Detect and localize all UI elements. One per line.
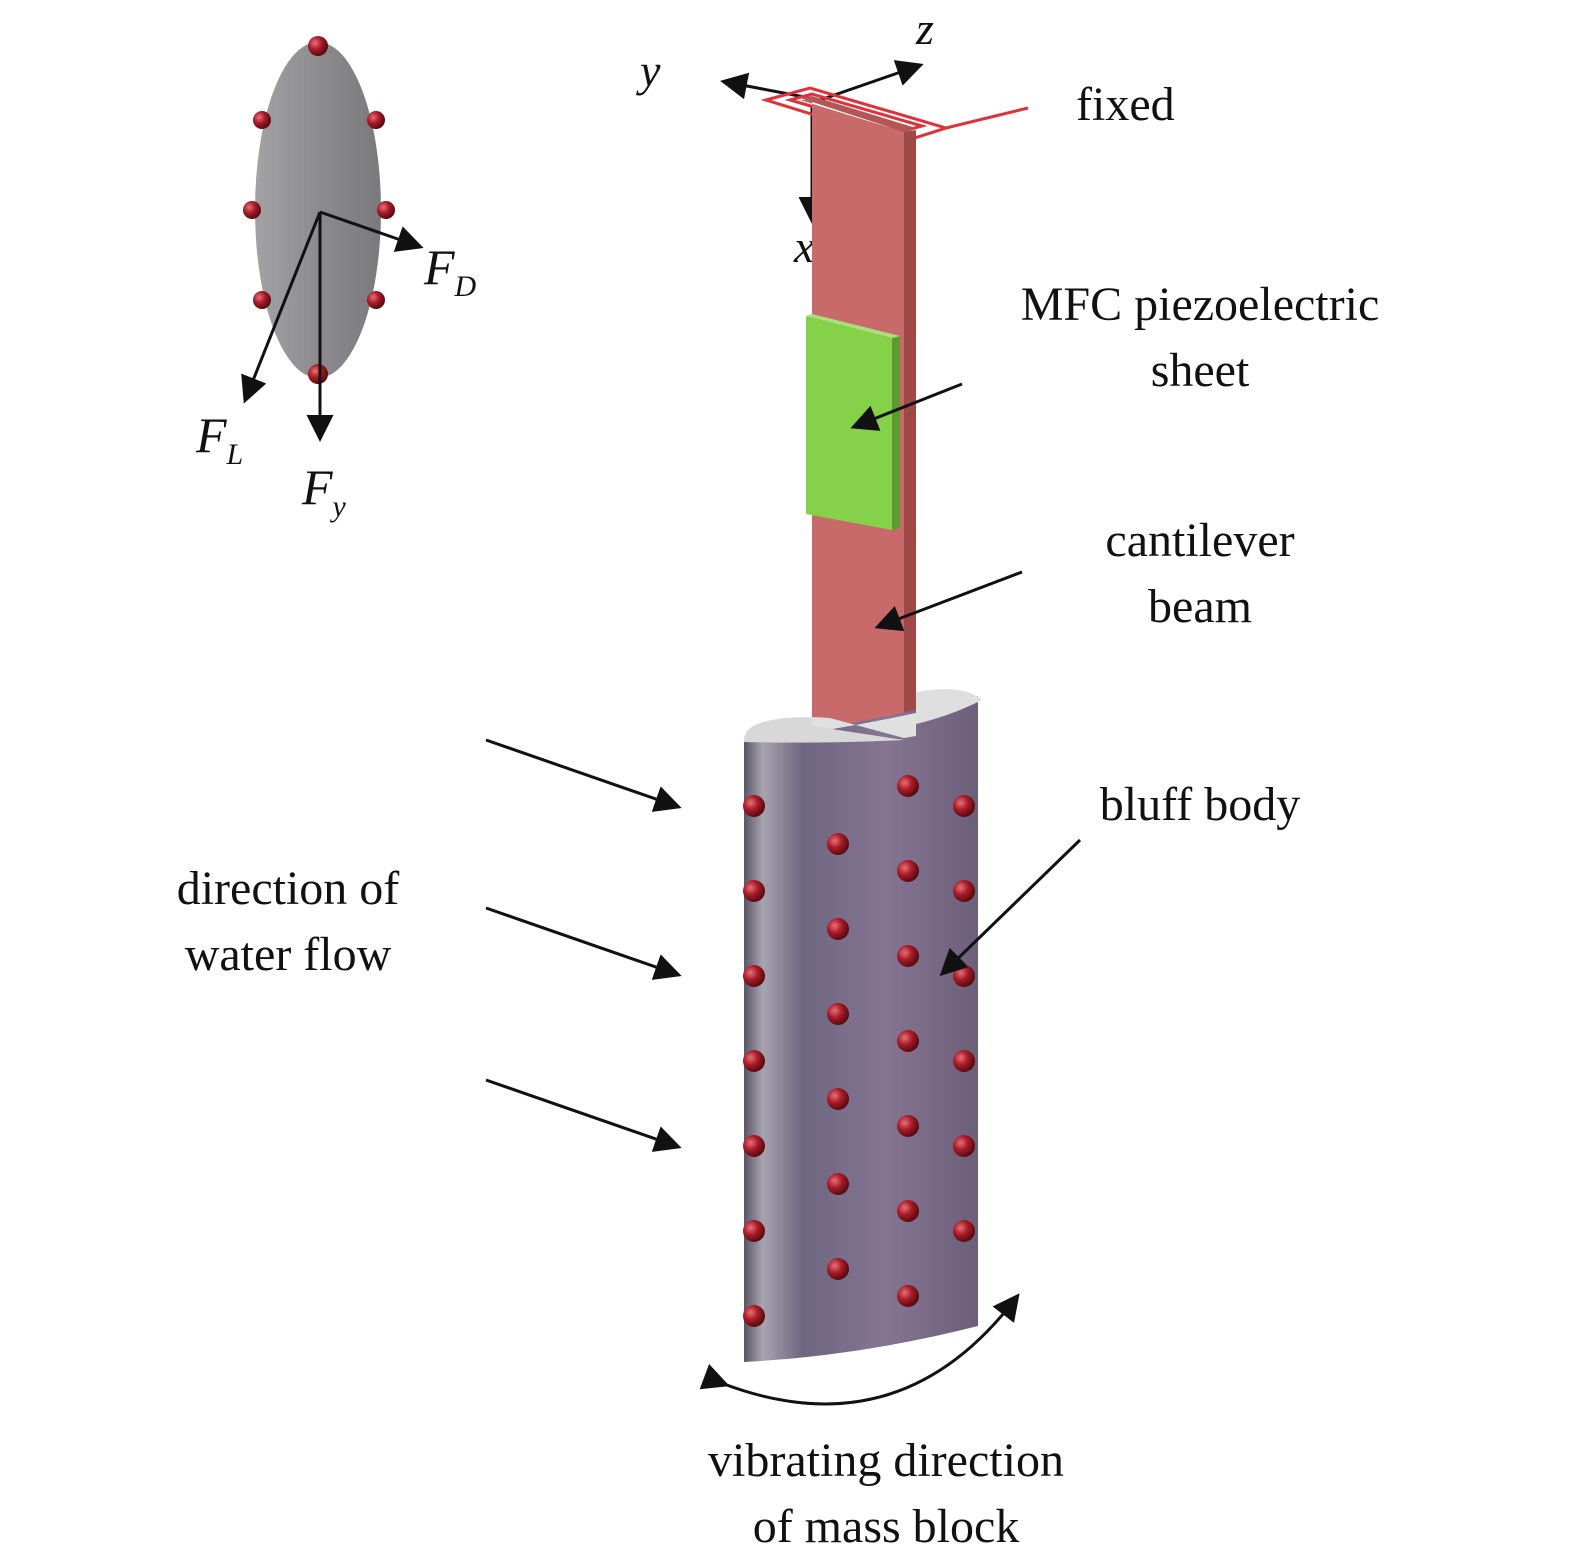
bump [953,965,975,987]
bump [308,364,328,384]
bump [743,1220,765,1242]
fixture-lead [945,106,1029,130]
bump [827,1173,849,1195]
mfc-label-line1: MFC piezoelectric [1021,278,1380,331]
patch-top [806,314,900,338]
bump [953,1135,975,1157]
bump [897,1200,919,1222]
bump [243,201,261,219]
beam-top-edge [800,96,916,132]
cross-section-inset: FD FL Fy [195,36,477,523]
patch-front [806,316,892,530]
beam-side-face [904,130,916,740]
bump [897,1030,919,1052]
leader-arrows [485,382,1082,1406]
bump [253,291,271,309]
flow-arrow-3 [485,1078,682,1152]
bump [253,111,271,129]
bluff-body-top-right [916,690,982,724]
bump [953,1050,975,1072]
patch-side [892,336,900,530]
flow-label-line2: water flow [185,928,392,981]
vibration-arc-arrow [699,1293,1020,1406]
bump [743,1135,765,1157]
bump [827,1258,849,1280]
z-axis-label: z [915,3,934,54]
bump [897,775,919,797]
bump [827,918,849,940]
flow-arrow-2 [485,906,682,980]
bump [897,860,919,882]
bluff-body-leader-arrow [939,838,1082,977]
bump [743,965,765,987]
y-force-label: Fy [301,459,347,523]
vibration-label-line1: vibrating direction [708,1434,1064,1487]
bump [367,291,385,309]
bump [743,1305,765,1327]
bump [897,945,919,967]
y-axis-label: y [636,45,661,96]
bump [953,1220,975,1242]
mfc-leader-arrow [850,382,963,431]
bump [367,111,385,129]
bluff-body-label: bluff body [1100,778,1300,831]
bluff-body-side [744,696,978,1362]
bump [897,1115,919,1137]
lift-force-arrow [241,211,322,404]
bump [897,1285,919,1307]
beam-label-line1: cantilever [1105,514,1294,567]
mfc-piezoelectric-patch [806,314,900,530]
bump [827,1088,849,1110]
bump [827,1003,849,1025]
flow-arrow-1 [485,738,682,812]
x-axis-label: x [793,221,815,272]
bump [308,36,328,56]
beam-label-line2: beam [1148,580,1252,633]
bump [827,833,849,855]
cross-section-bumps [243,36,395,384]
drag-force-arrow [319,210,424,252]
bump [377,201,395,219]
bump [743,795,765,817]
bump [743,1050,765,1072]
bump [953,795,975,817]
beam-leader-arrow [874,570,1023,632]
lift-force-label: FL [195,407,243,471]
mfc-label-line2: sheet [1151,344,1250,397]
bump [743,880,765,902]
bluff-body-top-cap [743,717,904,743]
drag-force-label: FD [423,239,477,303]
vibration-label-line2: of mass block [753,1500,1020,1553]
bluff-body [743,689,982,1362]
fixed-label: fixed [1076,78,1175,131]
bump [953,880,975,902]
flow-label-line1: direction of [177,862,400,915]
